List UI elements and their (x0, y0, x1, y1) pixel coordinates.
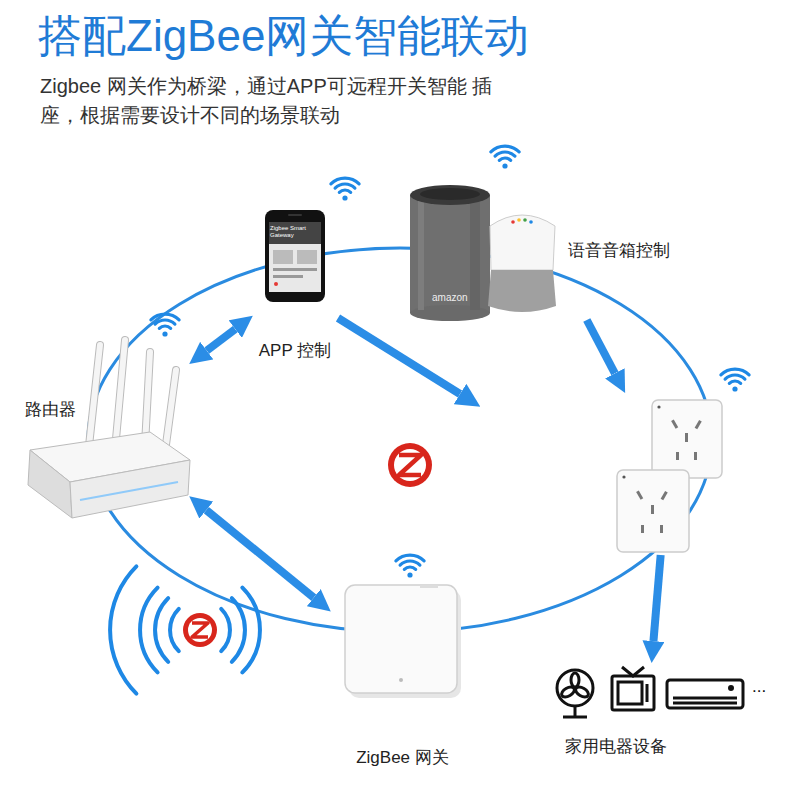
label-anchor: Zigbee Smart Gateway (270, 225, 320, 239)
smart-socket (617, 470, 689, 552)
title-anchor: 搭配ZigBee网关智能联动 (38, 10, 529, 63)
subtitle-text: Zigbee 网关作为桥梁，通过APP可远程开关智能 插座，根据需要设计不同的场… (40, 72, 522, 130)
fan-icon (557, 670, 593, 717)
node-label: 家用电器设备 (565, 736, 667, 757)
node-label: 路由器 (25, 399, 76, 420)
router-icon (28, 340, 190, 518)
phone-node: APP 控制 (252, 205, 338, 363)
label-anchor: ... (752, 676, 766, 697)
gateway-box (345, 585, 461, 698)
wifi-icon (331, 178, 359, 201)
wifi-icon (721, 369, 749, 392)
screen-text: Zigbee Smart Gateway (270, 225, 320, 239)
socket-node (610, 392, 725, 555)
connector-arrow (587, 320, 615, 373)
zigbee-signal (110, 566, 260, 693)
title: 搭配ZigBee网关智能联动 (38, 10, 529, 63)
wifi-icon (151, 314, 179, 337)
phone-icon (265, 210, 325, 302)
connector-arrow (206, 510, 313, 598)
wifi-icon (491, 146, 519, 169)
label-anchor: amazon (432, 292, 468, 305)
echo-speaker (410, 185, 490, 321)
zigbee-logo (183, 613, 217, 647)
node-label: APP 控制 (259, 340, 331, 361)
ac-icon (667, 680, 743, 708)
node-label: 语音音箱控制 (568, 240, 670, 261)
brand-text: amazon (432, 292, 468, 305)
speaker-node: 语音音箱控制 (405, 180, 695, 320)
connector-arrow (653, 555, 660, 641)
router-node: 路由器 (20, 335, 190, 520)
appliance-node: 家用电器设备 (545, 662, 750, 762)
node-label: ZigBee 网关 (356, 747, 449, 768)
smart-socket (652, 400, 722, 478)
home-speaker (488, 215, 556, 312)
flow-arrow (338, 318, 460, 394)
zigbee-logo (388, 443, 432, 487)
label-anchor: Zigbee 网关作为桥梁，通过APP可远程开关智能 插座，根据需要设计不同的场… (40, 72, 522, 130)
ellipsis-text: ... (752, 676, 766, 697)
connector-arrow (207, 329, 235, 351)
link-ring (88, 248, 712, 632)
wifi-icon (396, 555, 424, 578)
tv-icon (612, 667, 654, 710)
gateway-node: ZigBee 网关 (330, 570, 475, 770)
